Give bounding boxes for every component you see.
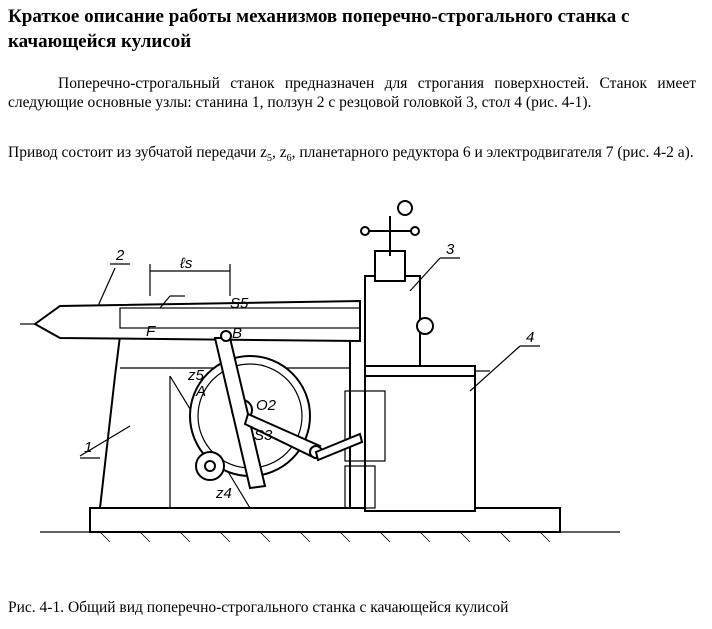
table bbox=[344, 365, 490, 512]
label-1: 1 bbox=[84, 439, 92, 456]
drive-text-between: , z bbox=[271, 144, 287, 161]
machine-drawing: 2 3 4 1 ℓs z5 z4 A B F S5 S3 O2 bbox=[20, 200, 620, 543]
label-s5: S5 bbox=[230, 295, 249, 312]
drive-text-before: Привод состоит из зубчатой передачи z bbox=[8, 144, 267, 161]
label-4: 4 bbox=[526, 329, 534, 346]
label-f: F bbox=[146, 323, 156, 340]
dimension-ls bbox=[149, 264, 231, 296]
label-o2: O2 bbox=[256, 397, 277, 414]
ram bbox=[20, 295, 361, 343]
label-z4: z4 bbox=[215, 485, 232, 502]
label-a: A bbox=[195, 383, 206, 400]
document-title: Краткое описание работы механизмов попер… bbox=[8, 6, 630, 52]
label-z5: z5 bbox=[187, 367, 205, 384]
drive-subscript-6: 6 bbox=[286, 153, 292, 165]
base-plate bbox=[40, 507, 620, 543]
label-3: 3 bbox=[446, 241, 455, 258]
drive-text-after: , планетарного редуктора 6 и электродвиг… bbox=[291, 144, 694, 161]
paragraph-drive: Привод состоит из зубчатой передачи z5, … bbox=[8, 143, 696, 168]
rocker-mechanism bbox=[189, 330, 364, 490]
paragraph-description: Поперечно-строгальный станок предназначе… bbox=[8, 75, 696, 111]
label-s3: S3 bbox=[254, 427, 273, 444]
label-2: 2 bbox=[115, 247, 125, 264]
label-ls: ℓs bbox=[179, 255, 193, 272]
figure-caption: Рис. 4-1. Общий вид поперечно-строгально… bbox=[8, 599, 509, 616]
label-b: B bbox=[232, 325, 242, 342]
tool-head bbox=[360, 200, 434, 387]
drive-subscript-5: 5 bbox=[266, 153, 272, 165]
leader-lines bbox=[79, 257, 540, 459]
